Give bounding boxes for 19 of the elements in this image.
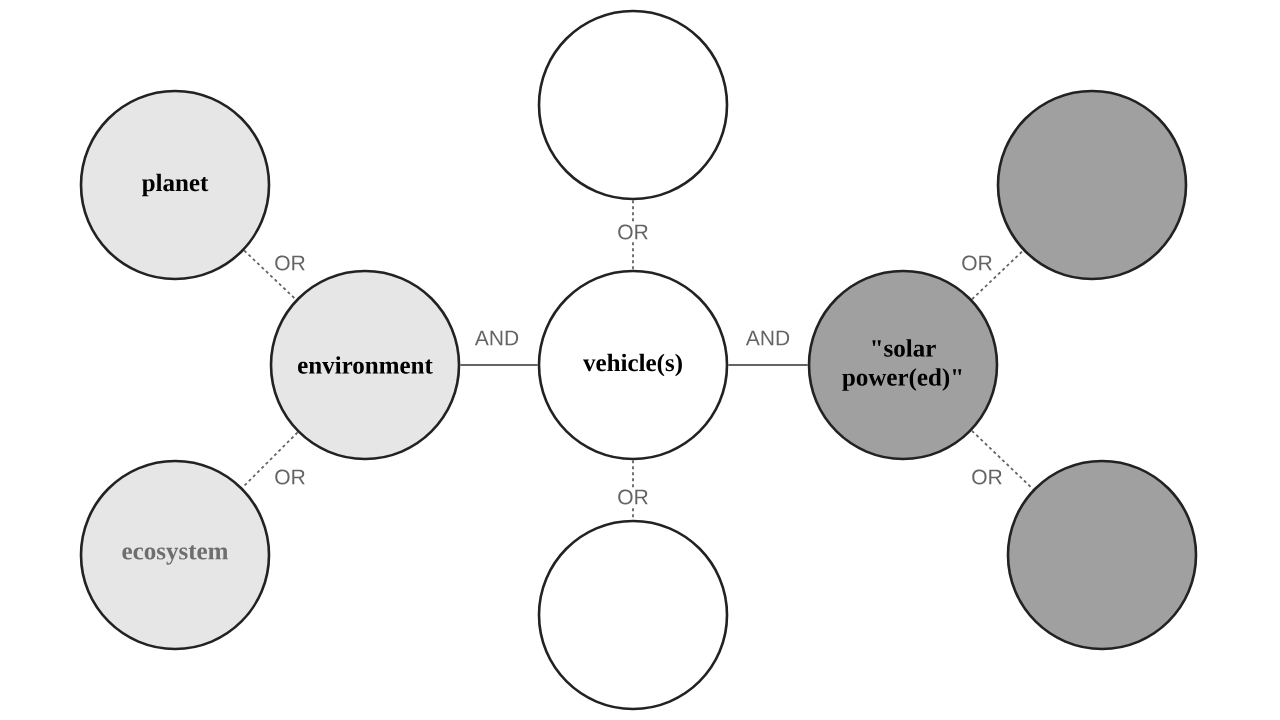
edge-label: AND xyxy=(473,329,521,347)
connector-line xyxy=(727,364,809,366)
edge-label: OR xyxy=(959,254,995,272)
circle xyxy=(537,9,729,201)
edge-label: OR xyxy=(272,254,308,272)
connector-line xyxy=(971,249,1024,301)
connector-line xyxy=(243,249,297,301)
edge-label: OR xyxy=(615,223,651,241)
connector-line xyxy=(459,364,539,366)
edge-label: OR xyxy=(272,468,308,486)
edge-label: AND xyxy=(744,329,792,347)
edge-label: OR xyxy=(615,488,651,506)
edge-label: OR xyxy=(969,468,1005,486)
circle xyxy=(1006,459,1198,651)
connector-line xyxy=(241,431,299,489)
connector-line xyxy=(632,199,634,271)
connector-line xyxy=(971,429,1034,491)
circle xyxy=(537,519,729,711)
circle xyxy=(996,89,1188,281)
